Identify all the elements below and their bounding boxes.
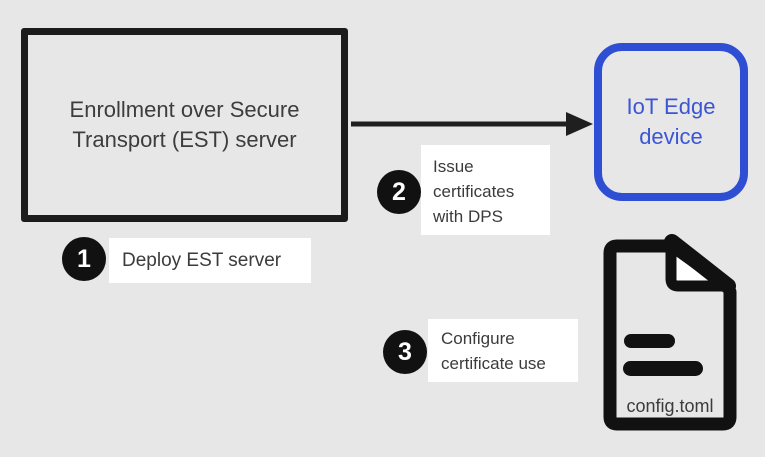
step-1-label-text: Deploy EST server (122, 249, 282, 271)
step-3-number: 3 (398, 337, 412, 366)
step-1-badge: 1 (62, 237, 106, 281)
step-1-number: 1 (77, 244, 91, 273)
est-server-label: Enrollment over Secure Transport (EST) s… (70, 95, 300, 155)
step-2-badge: 2 (377, 170, 421, 214)
config-file-icon: config.toml (603, 234, 737, 431)
step-2-label: Issue certificates with DPS (421, 145, 550, 235)
file-text-bar-short (624, 334, 675, 348)
step-1-label: Deploy EST server (109, 238, 311, 283)
config-file-name: config.toml (626, 396, 713, 416)
est-server-box: Enrollment over Secure Transport (EST) s… (21, 28, 348, 222)
step-2-label-line1: Issue (433, 157, 474, 176)
step-2-number: 2 (392, 177, 406, 206)
step-3-label: Configure certificate use (428, 319, 578, 382)
step-3-badge: 3 (383, 330, 427, 374)
step-3-label-line2: certificate use (441, 354, 546, 373)
est-server-label-line2: Transport (EST) server (72, 127, 297, 152)
iot-edge-device-label: IoT Edge device (627, 92, 716, 152)
iot-edge-device-label-line2: device (639, 124, 703, 149)
iot-edge-device-label-line1: IoT Edge (626, 94, 716, 119)
iot-edge-device-box: IoT Edge device (594, 43, 748, 201)
step-2-label-line3: with DPS (433, 207, 503, 226)
arrow-est-to-iot-icon (351, 112, 593, 136)
est-server-label-line1: Enrollment over Secure (69, 97, 300, 122)
file-text-bar-long (623, 361, 703, 376)
step-2-label-line2: certificates (433, 182, 515, 201)
step-3-label-line1: Configure (441, 329, 515, 348)
